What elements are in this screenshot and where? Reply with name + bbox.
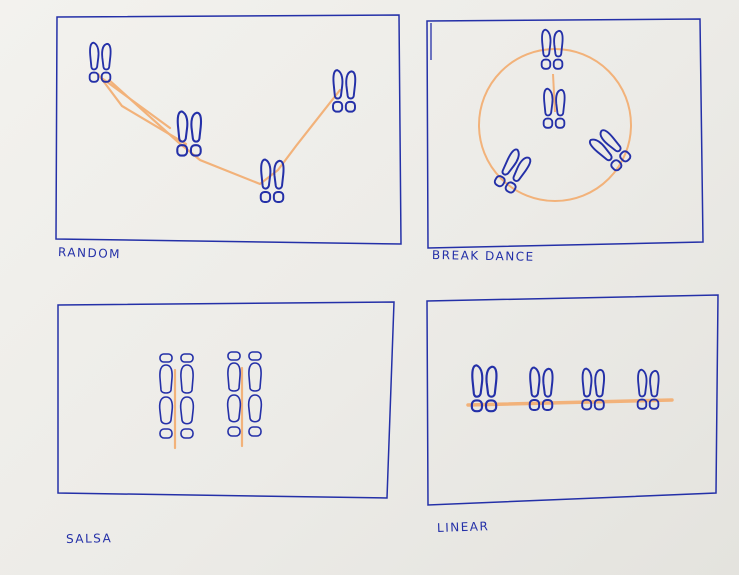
linear-trail xyxy=(466,398,674,407)
salsa-trail xyxy=(173,366,244,450)
panel-linear-label: LINEAR xyxy=(436,519,490,535)
panel-random-frame xyxy=(55,14,402,245)
panel-random-label: RANDOM xyxy=(57,245,122,262)
random-trail xyxy=(96,72,342,186)
panel-break-dance-frame xyxy=(426,18,704,249)
panel-linear-frame xyxy=(426,294,719,506)
panel-break-dance-label: BREAK DANCE xyxy=(431,248,535,264)
panel-salsa-label: SALSA xyxy=(65,531,113,546)
break-dance-footprints xyxy=(492,28,633,195)
panel-salsa-frame xyxy=(57,301,395,499)
